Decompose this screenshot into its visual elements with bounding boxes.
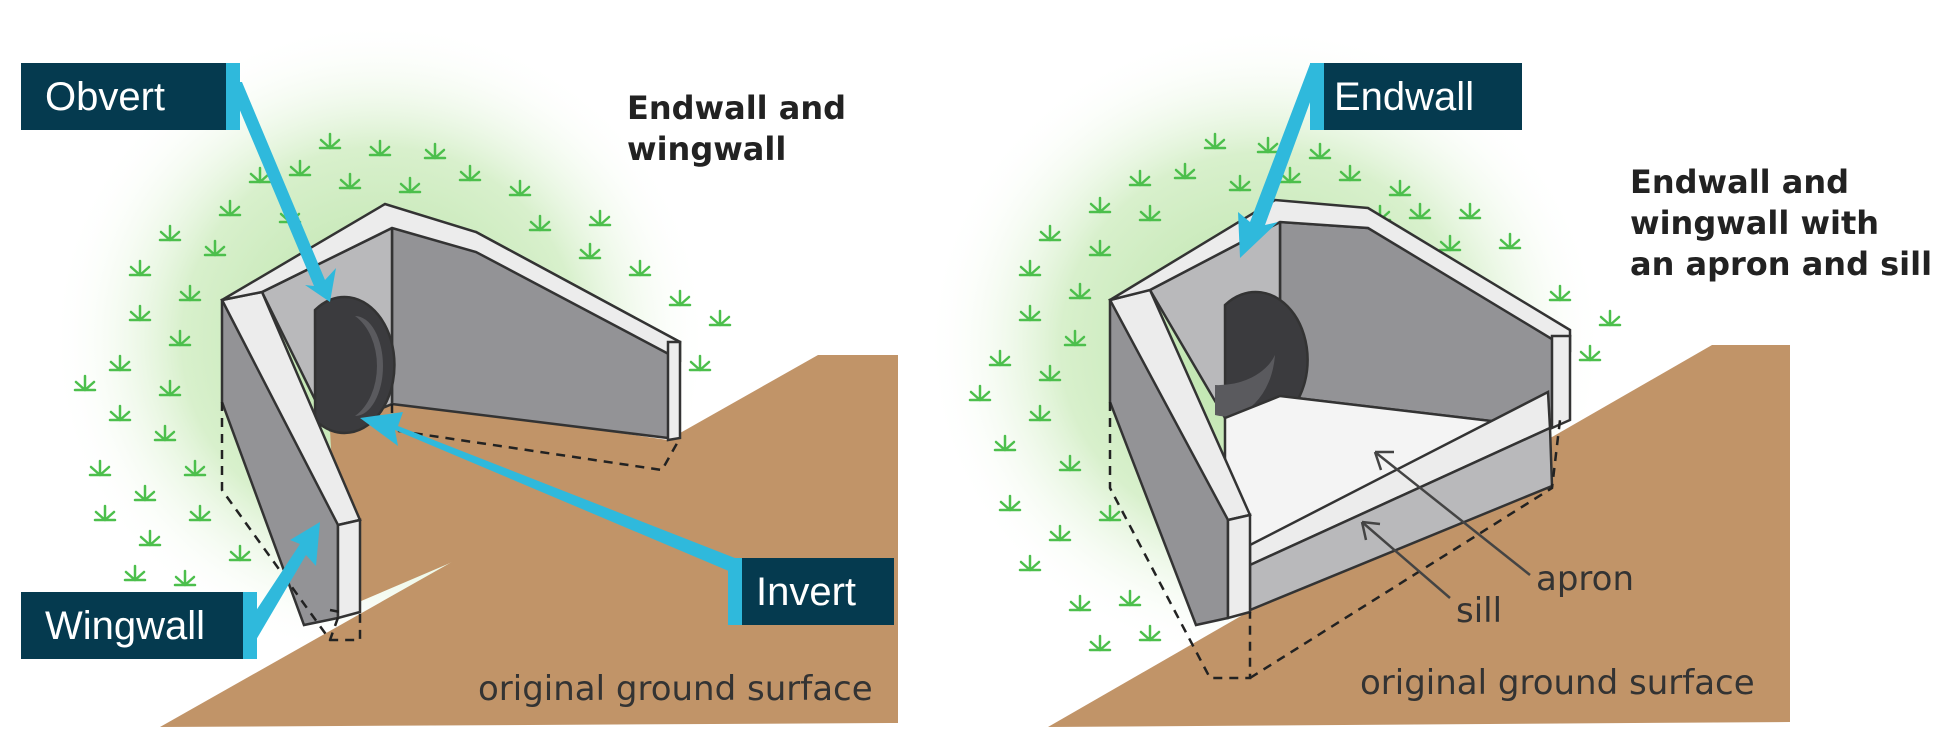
obvert-callout: Obvert: [21, 63, 232, 130]
wingwall-label: Wingwall: [45, 603, 206, 648]
invert-label: Invert: [756, 569, 857, 614]
wingwall-end-cap: [666, 340, 682, 442]
wingwall-end-cap: [1550, 334, 1572, 430]
ground-label-left: original ground surface: [478, 669, 873, 709]
endwall-callout-bar: [1310, 63, 1324, 130]
invert-callout-bar: [728, 558, 742, 625]
right-panel-title: Endwall and wingwall with an apron and s…: [1630, 163, 1933, 283]
ground-surface: [160, 355, 898, 727]
apron-label: apron: [1536, 559, 1634, 599]
channel-floor: [330, 400, 668, 610]
pipe-shadow: [355, 316, 383, 416]
left-wingwall-edge: [336, 518, 362, 620]
wingwall-callout-bar: [243, 592, 257, 659]
footing-outline: [1108, 402, 1562, 680]
wingwall-callout: Wingwall: [21, 592, 245, 659]
right-panel: [925, 25, 1790, 727]
wingwall-arrow: [242, 522, 320, 640]
left-panel: [50, 20, 898, 727]
endwall-label: Endwall: [1334, 74, 1475, 119]
sill-pointer: [1360, 520, 1451, 599]
left-wingwall-edge: [1226, 513, 1252, 620]
footing-outline: [220, 402, 682, 642]
endwall-callout: Endwall: [1324, 63, 1522, 130]
apron-pointer: [1373, 450, 1531, 576]
obvert-label: Obvert: [45, 74, 166, 119]
pipe-shadow: [1215, 355, 1275, 417]
endwall-arrow: [1238, 64, 1324, 258]
invert-callout: Invert: [742, 558, 894, 625]
invert-arrow: [360, 412, 750, 580]
arrow-icon: [228, 82, 750, 640]
obvert-arrow: [228, 82, 336, 302]
ground-label-right: original ground surface: [1360, 663, 1755, 703]
arrow-icon: [1238, 64, 1324, 258]
left-panel-title: Endwall and wingwall: [627, 89, 847, 168]
obvert-callout-bar: [226, 63, 240, 130]
sill-label: sill: [1456, 591, 1502, 631]
